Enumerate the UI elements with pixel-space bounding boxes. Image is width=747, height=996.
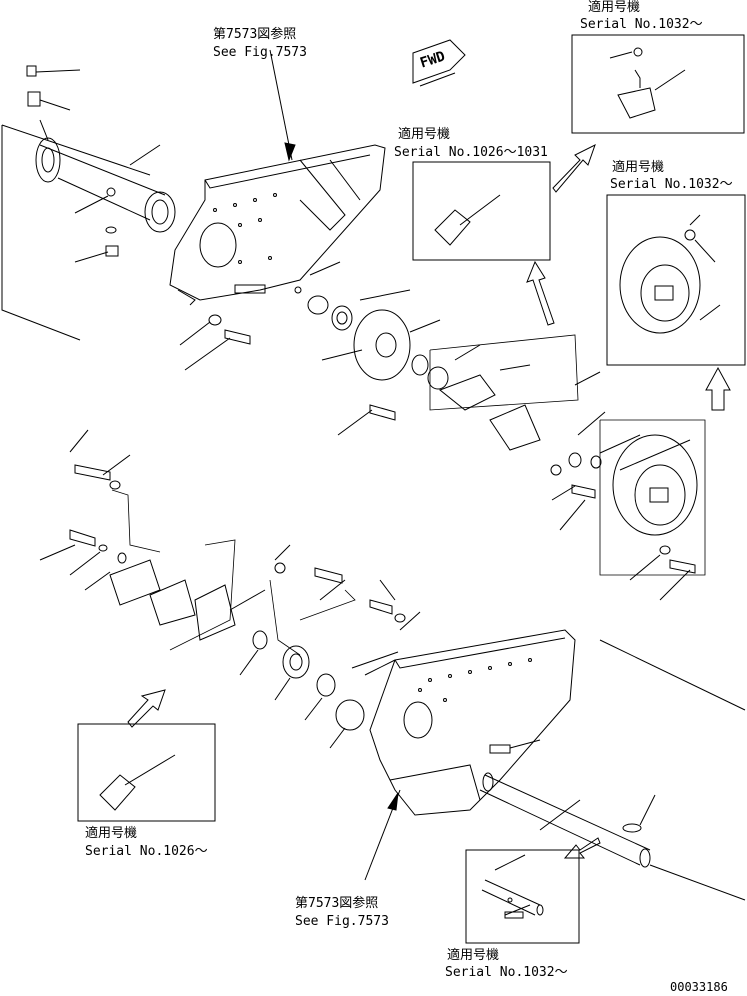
fig-ref-top-jp: 第7573図参照 [213,27,297,42]
callout-top-right-en: Serial No.1032～ [580,17,703,32]
upper-frame-assembly [1,49,731,601]
fig-ref-bottom-jp: 第7573図参照 [295,896,379,911]
callout-mid-jp: 適用号機 [398,127,451,142]
callout-right-en: Serial No.1032～ [610,177,733,192]
callout-box-left [77,723,216,822]
callout-box-bottom [465,849,580,944]
callout-right-jp: 適用号機 [612,160,665,175]
callout-box-right [606,194,746,366]
callout-mid-en: Serial No.1026～1031 [394,145,548,160]
fig-ref-top-en: See Fig.7573 [213,45,307,60]
fwd-direction-arrow [412,39,466,87]
drawing-number: 00033186 [670,980,728,994]
callout-bottom-en: Serial No.1032～ [445,965,568,980]
callout-top-right-jp: 適用号機 [588,0,641,15]
callout-box-mid [412,161,555,326]
callout-bottom-jp: 適用号機 [447,948,500,963]
callout-left-jp: 適用号機 [85,826,138,841]
fig-ref-bottom-en: See Fig.7573 [295,914,389,929]
lower-frame-assembly [39,429,746,901]
callout-box-top-right [552,34,745,193]
callout-left-en: Serial No.1026～ [85,844,208,859]
